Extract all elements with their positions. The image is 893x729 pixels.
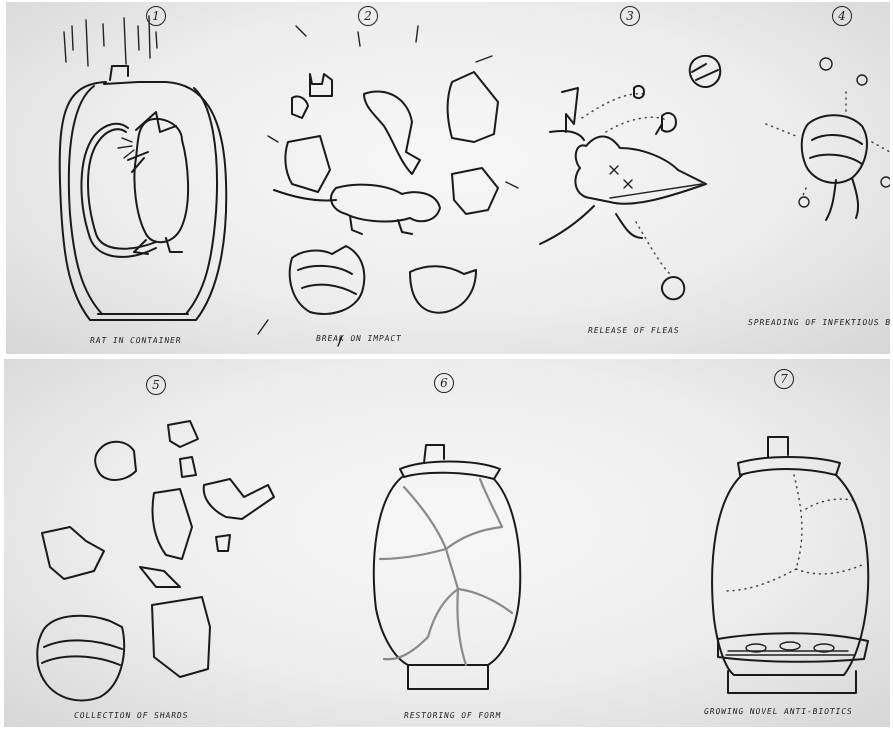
panel-number-1: 1 [146, 6, 166, 26]
panel-number-4: 4 [832, 6, 852, 26]
sketch-rat-in-jar [60, 16, 227, 320]
panel-number-3: 3 [620, 6, 640, 26]
caption-collection-of-shards: COLLECTION OF SHARDS [73, 711, 189, 720]
caption-spreading: SPREADING OF INFEKTIOUS B [747, 318, 890, 327]
sketch-fleas-release [540, 56, 720, 299]
panel-number-7: 7 [774, 369, 794, 389]
whiteboard-top: 1 2 3 4 RAT IN CONTAINER BREAK ON IMPACT… [6, 2, 890, 354]
sketch-spreading [766, 58, 890, 220]
panel-number-6: 6 [434, 373, 454, 393]
caption-growing-novel-antibiotics: GROWING NOVEL ANTI-BIOTICS [703, 707, 853, 716]
sketch-shards [37, 421, 274, 700]
panel-number-2: 2 [358, 6, 378, 26]
whiteboard-bottom: 5 6 7 COLLECTION OF SHARDS RESTORING OF … [4, 359, 890, 727]
top-sketches [6, 2, 890, 354]
bottom-sketches [4, 359, 890, 727]
caption-rat-in-container: RAT IN CONTAINER [89, 336, 182, 345]
caption-restoring-of-form: RESTORING OF FORM [403, 711, 501, 720]
panel-number-5: 5 [146, 375, 166, 395]
caption-release-of-fleas: RELEASE OF FLEAS [587, 326, 680, 335]
sketch-restored-jar [374, 445, 520, 689]
caption-break-on-impact: BREAK ON IMPACT [315, 334, 402, 343]
sketch-antibiotics-jar [712, 437, 868, 693]
sketch-jar-breaking [258, 26, 518, 346]
